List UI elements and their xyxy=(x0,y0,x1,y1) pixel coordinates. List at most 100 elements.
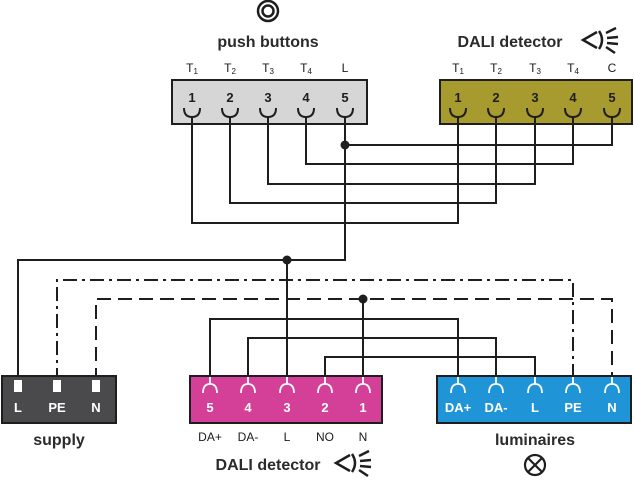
screw-terminal-icon xyxy=(450,383,466,394)
push-button-label: L xyxy=(342,61,349,75)
screw-terminal-icon xyxy=(565,383,581,394)
push-button-terminal[interactable]: 3 xyxy=(259,90,277,124)
dali-detector-bottom-terminal-block xyxy=(189,375,383,424)
push-button-terminal[interactable]: 4 xyxy=(297,90,315,124)
wire-common xyxy=(344,124,613,146)
supply-terminal[interactable]: N xyxy=(91,380,101,415)
terminal-label: L xyxy=(531,400,539,415)
dali-detector-bottom-terminal[interactable]: 2 xyxy=(317,377,333,415)
dali-detector-bottom-label: L xyxy=(284,430,291,444)
terminal-label: 4 xyxy=(244,400,252,415)
push-button-label: T3 xyxy=(262,61,274,76)
dali-detector-bottom-label: DA+ xyxy=(198,430,222,444)
screw-terminal-icon xyxy=(527,383,543,394)
screw-terminal-icon xyxy=(240,383,256,394)
luminaire-terminal[interactable]: DA- xyxy=(484,377,508,415)
luminaire-terminal[interactable]: N xyxy=(604,377,620,415)
supply-block: L PE N supply xyxy=(1,375,117,449)
terminal-number: 2 xyxy=(492,90,499,105)
supply-title: supply xyxy=(33,432,85,449)
dali-detector-top-title: DALI detector xyxy=(458,34,563,51)
wires xyxy=(17,124,613,382)
dali-detector-bottom-terminal[interactable]: 3 xyxy=(279,377,295,415)
detector-icon xyxy=(333,449,372,478)
dali-detector-top-label: T4 xyxy=(567,61,579,76)
push-buttons-title: push buttons xyxy=(217,34,318,51)
dali-detector-top-terminal[interactable]: 1 xyxy=(449,90,467,124)
terminal-label: N xyxy=(91,400,100,415)
terminal-number: 5 xyxy=(341,90,348,105)
lamp-icon xyxy=(523,453,547,477)
screw-terminal-icon xyxy=(202,383,218,394)
screw-terminal-icon xyxy=(317,383,333,394)
push-button-icon xyxy=(256,0,280,23)
dali-detector-bottom-block: 5 4 3 2 1 DA+ DA- L NO N DALI detector xyxy=(189,375,383,478)
wire-n xyxy=(95,298,613,382)
terminal-label: PE xyxy=(564,400,582,415)
wire-supply-l xyxy=(17,259,287,382)
detector-icon xyxy=(580,26,619,55)
terminal-number: 4 xyxy=(569,90,577,105)
terminal-label: DA- xyxy=(484,400,507,415)
terminal-number: 2 xyxy=(226,90,233,105)
terminal-clamp-icon xyxy=(14,380,22,392)
terminal-number: 3 xyxy=(264,90,271,105)
push-buttons-block: push buttons T1 T2 T3 T4 L 1 2 3 4 5 xyxy=(171,0,368,125)
push-button-label: T2 xyxy=(224,61,236,76)
dali-detector-bottom-label: N xyxy=(359,430,368,444)
dali-detector-top-label: T2 xyxy=(490,61,502,76)
push-button-label: T1 xyxy=(186,61,198,76)
wire-pe xyxy=(56,279,574,382)
dali-detector-top-label: C xyxy=(608,61,617,75)
luminaires-title: luminaires xyxy=(495,432,575,449)
screw-terminal-icon xyxy=(488,383,504,394)
push-button-label: T4 xyxy=(300,61,312,76)
dali-detector-top-terminal[interactable]: 5 xyxy=(603,90,621,124)
dali-detector-top-block: DALI detector T1 T2 T3 T4 C 1 2 3 4 5 xyxy=(439,26,633,125)
push-button-terminal[interactable]: 5 xyxy=(336,90,354,124)
wire-no-to-l xyxy=(324,356,536,382)
terminal-label: DA+ xyxy=(445,400,472,415)
terminal-label: 3 xyxy=(283,400,290,415)
screw-terminal-icon xyxy=(604,383,620,394)
dali-detector-top-terminal[interactable]: 4 xyxy=(564,90,582,124)
luminaire-terminal[interactable]: DA+ xyxy=(445,377,472,415)
dali-detector-bottom-terminal[interactable]: 4 xyxy=(240,377,256,415)
terminal-number: 1 xyxy=(188,90,195,105)
screw-terminal-icon xyxy=(355,383,371,394)
dali-detector-top-label: T1 xyxy=(452,61,464,76)
terminal-number: 3 xyxy=(531,90,538,105)
terminal-number: 1 xyxy=(454,90,461,105)
wire-t1 xyxy=(191,124,459,224)
luminaires-block: DA+ DA- L PE N luminaires xyxy=(436,375,632,477)
supply-terminal[interactable]: L xyxy=(14,380,22,415)
terminal-clamp-icon xyxy=(53,380,61,392)
terminal-label: 5 xyxy=(206,400,213,415)
wire-t3 xyxy=(267,124,536,185)
dali-detector-bottom-title: DALI detector xyxy=(216,457,321,474)
terminal-label: 1 xyxy=(359,400,366,415)
wire-l-main xyxy=(287,145,346,261)
terminal-label: N xyxy=(607,400,616,415)
dali-detector-top-terminal[interactable]: 2 xyxy=(487,90,505,124)
dali-detector-top-terminal[interactable]: 3 xyxy=(526,90,544,124)
terminal-clamp-icon xyxy=(92,380,100,392)
dali-detector-bottom-label: NO xyxy=(316,430,334,444)
wire-da-plus xyxy=(209,318,459,382)
dali-detector-bottom-label: DA- xyxy=(238,430,259,444)
dali-detector-bottom-terminal[interactable]: 1 xyxy=(355,377,371,415)
terminal-number: 5 xyxy=(608,90,615,105)
supply-terminal[interactable]: PE xyxy=(48,380,66,415)
dali-detector-top-label: T3 xyxy=(529,61,541,76)
dali-detector-bottom-terminal[interactable]: 5 xyxy=(202,377,218,415)
wire-da-minus xyxy=(247,337,497,382)
push-button-terminal[interactable]: 2 xyxy=(221,90,239,124)
luminaire-terminal[interactable]: L xyxy=(527,377,543,415)
luminaire-terminal[interactable]: PE xyxy=(564,377,582,415)
terminal-label: L xyxy=(14,400,22,415)
push-button-terminal[interactable]: 1 xyxy=(183,90,201,124)
screw-terminal-icon xyxy=(279,383,295,394)
terminal-number: 4 xyxy=(302,90,310,105)
terminal-label: PE xyxy=(48,400,66,415)
